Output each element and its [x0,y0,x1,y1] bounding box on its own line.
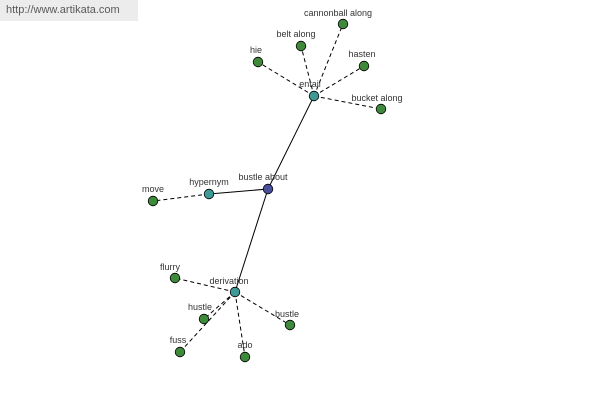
term-label-ado: ado [237,340,252,350]
term-label-hustle: hustle [188,302,212,312]
relation-node-entail[interactable] [308,90,320,102]
edge-root-hypernym [208,188,269,195]
term-node-hustle[interactable] [198,313,210,325]
source-link[interactable]: http://www.artikata.com [0,0,138,21]
term-label-cannonball-along: cannonball along [304,8,372,18]
edge-derivation-bustle [234,291,291,326]
term-node-flurry[interactable] [169,272,181,284]
edge-entail-bucket-along [313,95,382,110]
edge-entail-hie [257,61,315,97]
edge-root-derivation [234,188,269,293]
edge-derivation-flurry [174,277,236,293]
term-node-bustle[interactable] [284,319,296,331]
term-label-hie: hie [250,45,262,55]
term-label-move: move [142,184,164,194]
edge-derivation-ado [234,291,246,358]
edge-entail-hasten [313,65,365,97]
term-node-move[interactable] [147,195,159,207]
relation-label-derivation: derivation [209,276,248,286]
edge-hypernym-move [152,193,210,202]
term-node-belt-along[interactable] [295,40,307,52]
term-label-bucket-along: bucket along [351,93,402,103]
term-node-hie[interactable] [252,56,264,68]
relation-node-derivation[interactable] [229,286,241,298]
term-label-bustle: bustle [275,309,299,319]
term-label-fuss: fuss [170,335,187,345]
edge-entail-cannonball-along [313,23,344,97]
term-node-hasten[interactable] [358,60,370,72]
term-node-ado[interactable] [239,351,251,363]
term-node-bucket-along[interactable] [375,103,387,115]
relation-label-entail: entail [299,79,321,89]
edge-root-entail [267,95,315,190]
term-node-cannonball-along[interactable] [337,18,349,30]
edge-entail-belt-along [300,45,315,97]
root-node[interactable] [262,183,274,195]
term-label-hasten: hasten [348,49,375,59]
term-node-fuss[interactable] [174,346,186,358]
relation-node-hypernym[interactable] [203,188,215,200]
relation-label-hypernym: hypernym [189,177,229,187]
term-label-flurry: flurry [160,262,180,272]
term-label-belt-along: belt along [276,29,315,39]
root-label: bustle about [238,172,288,182]
